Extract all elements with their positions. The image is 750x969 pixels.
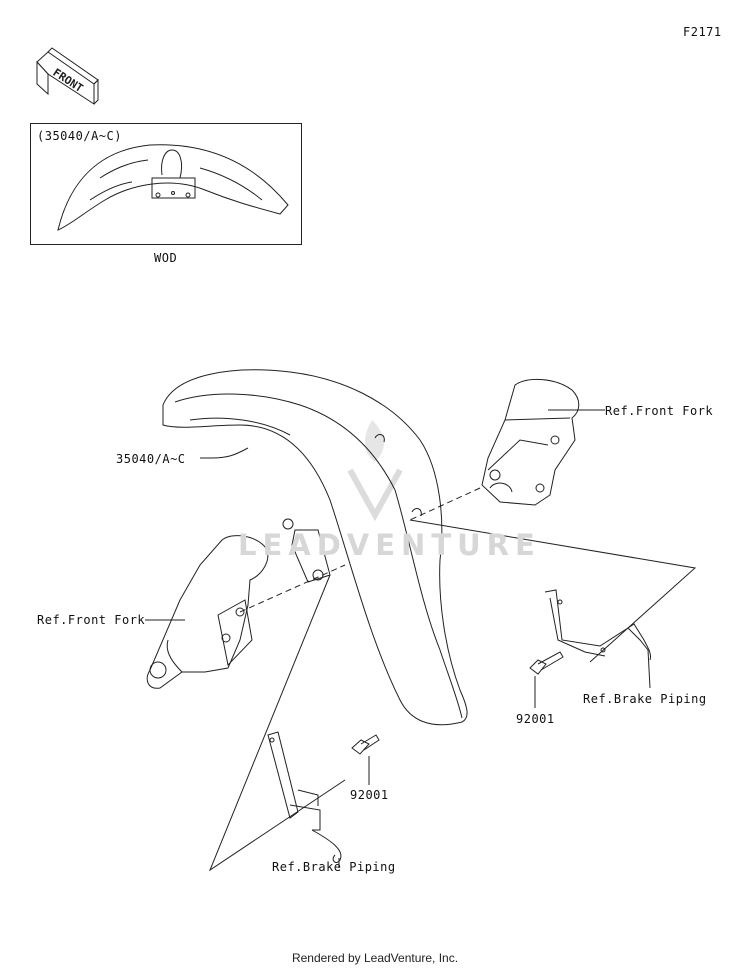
reference-lines xyxy=(208,519,697,872)
footer-credit: Rendered by LeadVenture, Inc. xyxy=(291,951,459,965)
callout-fender: 35040/A~C xyxy=(116,452,186,466)
watermark-logo-icon xyxy=(347,420,403,522)
callout-fork-left: Ref.Front Fork xyxy=(37,613,146,627)
callout-brake-left: Ref.Brake Piping xyxy=(272,860,396,874)
front-fender-drawing xyxy=(162,369,468,726)
callout-bolt-right: 92001 xyxy=(516,712,555,726)
watermark-text: LEADVENTURE xyxy=(238,528,541,562)
bolt-right-drawing xyxy=(529,651,564,675)
callout-brake-right: Ref.Brake Piping xyxy=(583,692,707,706)
assembly-lines xyxy=(239,487,481,613)
inset-caption: WOD xyxy=(154,251,178,265)
front-arrow-icon xyxy=(36,47,99,105)
brake-piping-left-drawing xyxy=(267,731,342,863)
bolt-left-drawing xyxy=(351,734,380,755)
front-arrow-text-layer: FRONT xyxy=(51,66,86,95)
fork-right-drawing xyxy=(481,378,580,506)
brake-piping-right-drawing xyxy=(544,589,651,661)
leader-lines xyxy=(145,409,651,868)
callout-fork-right: Ref.Front Fork xyxy=(605,404,714,418)
fork-left-drawing xyxy=(146,535,269,689)
diagram-id: F2171 xyxy=(683,25,722,39)
front-arrow-label: FRONT xyxy=(51,66,86,95)
inset-part-ref: (35040/A~C) xyxy=(37,129,122,143)
inset-fender-drawing xyxy=(57,144,289,231)
inset-box xyxy=(30,123,302,245)
callout-bolt-left: 92001 xyxy=(350,788,389,802)
